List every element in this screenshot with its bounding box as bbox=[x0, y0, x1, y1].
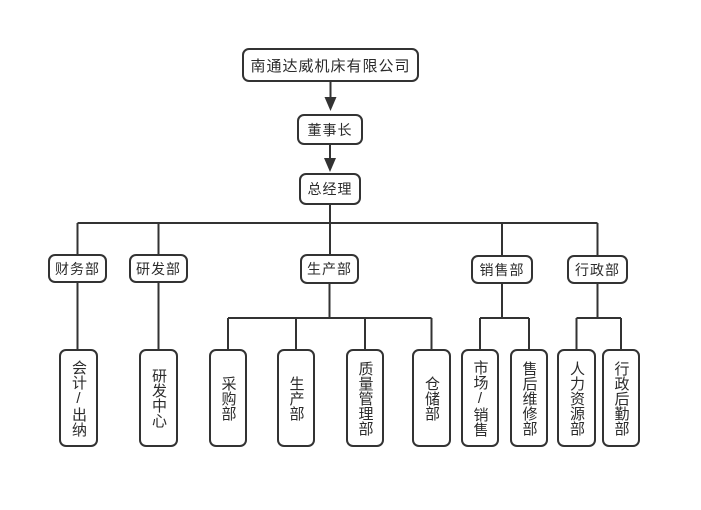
node-finance-dept: 财务部 bbox=[48, 254, 107, 283]
node-production-dept: 生产部 bbox=[300, 254, 359, 284]
node-accounting-cashier: 会计/出纳 bbox=[59, 349, 98, 447]
node-after-sales-repair-dept: 售后维修部 bbox=[510, 349, 548, 447]
node-market-sales: 市场/销售 bbox=[461, 349, 499, 447]
down-arrowhead-icon bbox=[324, 97, 337, 111]
node-chairman: 董事长 bbox=[297, 114, 363, 145]
node-sales-dept: 销售部 bbox=[471, 255, 533, 284]
node-company: 南通达威机床有限公司 bbox=[242, 48, 419, 82]
node-admin-dept: 行政部 bbox=[567, 255, 628, 284]
node-warehouse-dept: 仓储部 bbox=[412, 349, 451, 447]
node-purchasing-dept: 采购部 bbox=[209, 349, 247, 447]
node-rnd-dept: 研发部 bbox=[129, 254, 188, 283]
node-admin-logistics-dept: 行政后勤部 bbox=[602, 349, 640, 447]
down-arrowhead-icon bbox=[324, 158, 336, 172]
node-general-manager: 总经理 bbox=[299, 173, 361, 205]
node-production-sub-dept: 生产部 bbox=[277, 349, 315, 447]
node-hr-dept: 人力资源部 bbox=[557, 349, 596, 447]
node-rnd-center: 研发中心 bbox=[139, 349, 178, 447]
node-quality-management-dept: 质量管理部 bbox=[346, 349, 384, 447]
